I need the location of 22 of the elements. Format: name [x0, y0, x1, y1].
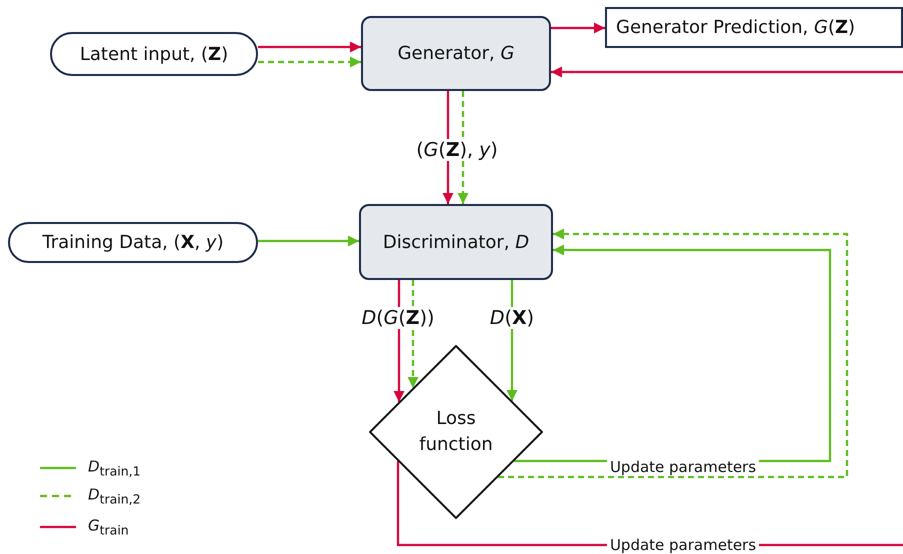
arrow	[498, 228, 848, 478]
output-box	[605, 7, 903, 48]
legend-label: D$_{train,1}$	[88, 458, 141, 478]
arrow	[258, 236, 359, 246]
edge-label: Update parameters	[606, 536, 760, 554]
edge-label: Update parameters	[606, 458, 760, 476]
node-label: Training Data, (X, y)	[42, 232, 224, 253]
input-pill	[50, 32, 258, 76]
node-label: Generator Prediction, G(Z)	[616, 17, 856, 38]
arrow	[551, 22, 605, 34]
node-label: Latent input, (Z)	[80, 44, 228, 64]
arrow	[258, 42, 361, 52]
legend-label: G$_{train}$	[88, 516, 129, 538]
process-box	[361, 16, 551, 91]
legend-label: D$_{train,2}$	[88, 486, 141, 506]
process-box	[359, 204, 553, 280]
node-label: Generator, G	[398, 43, 514, 64]
input-pill	[8, 222, 258, 263]
node-label: Loss function	[418, 406, 494, 457]
decision-diamond	[369, 345, 543, 519]
node-label: Discriminator, D	[382, 232, 530, 252]
arrow	[258, 56, 361, 68]
